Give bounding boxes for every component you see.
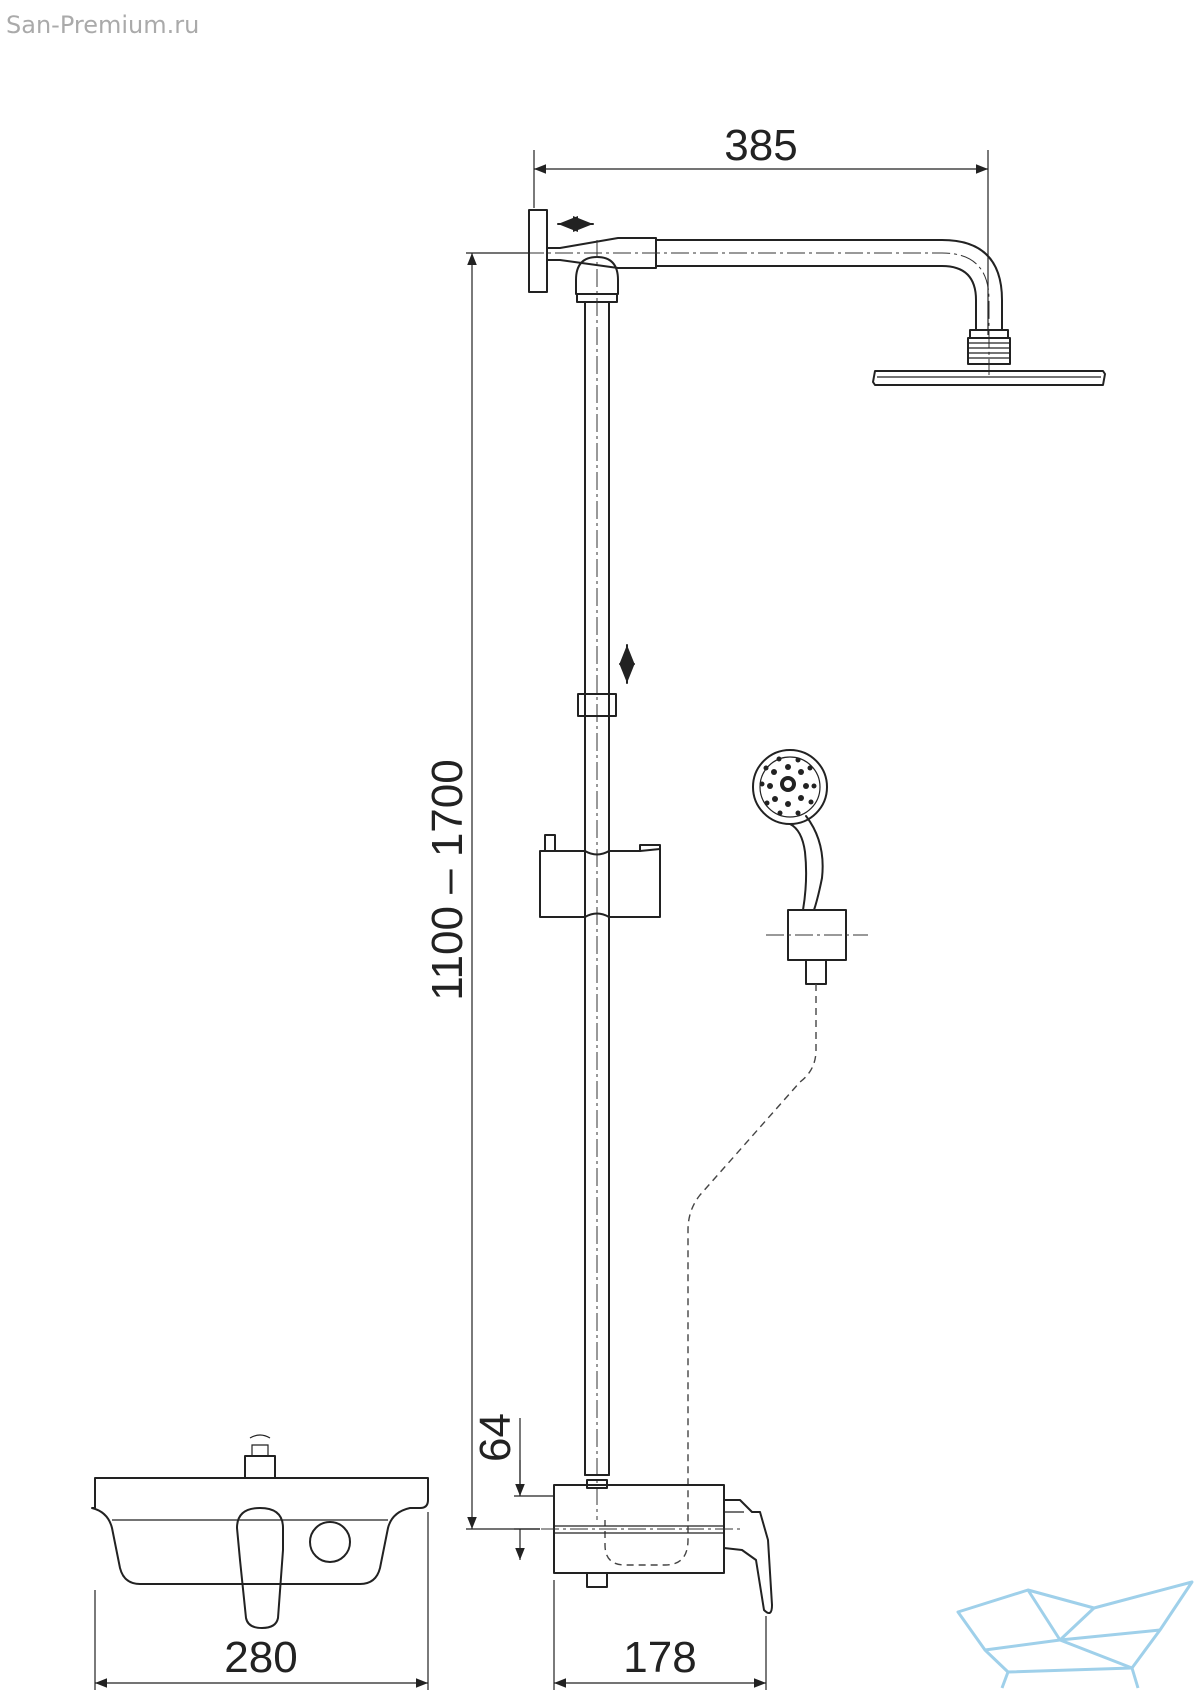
dim-mixer-offset: 64 <box>471 1413 520 1462</box>
mixer-lever-side <box>723 1499 773 1615</box>
overhead-shower <box>468 209 1106 386</box>
mixer-side-view <box>541 1484 773 1615</box>
hose-outlet <box>805 959 827 985</box>
holder-knob <box>544 834 556 852</box>
arm-tube-outer <box>655 239 1003 331</box>
sliding-ring <box>577 693 617 717</box>
mixer-front-view <box>91 1434 429 1629</box>
arm-centerline <box>468 252 990 375</box>
holder-clip <box>639 844 661 852</box>
mixer-front-body <box>91 1477 429 1585</box>
arm-tube-inner <box>655 265 977 331</box>
dim-height-range: 1100 – 1700 <box>423 759 472 1000</box>
rain-shower-head <box>872 370 1106 386</box>
hand-shower-handle <box>789 815 824 911</box>
dim-mixer-depth: 178 <box>623 1633 696 1682</box>
hand-shower <box>604 749 868 1566</box>
mixer-lever-front <box>236 1507 284 1629</box>
head-ball-joint <box>967 337 1011 365</box>
dim-mixer-width: 280 <box>224 1633 297 1682</box>
bathtub-logo-icon <box>956 1580 1194 1689</box>
shower-hose <box>604 984 817 1566</box>
dim-arm-reach: 385 <box>724 121 797 170</box>
dimension-lines: 385 1100 – 1700 64 280 178 <box>94 121 989 1690</box>
hand-shower-holder <box>539 848 661 918</box>
front-inlet <box>244 1455 276 1479</box>
hand-shower-nozzles <box>759 756 817 816</box>
ball-joint-knurl <box>968 342 1010 359</box>
diverter-knob <box>309 1521 351 1563</box>
watermark-text: San-Premium.ru <box>6 11 199 39</box>
riser-bar <box>539 240 661 1520</box>
wall-flange <box>528 209 548 293</box>
mixer-outlet <box>586 1572 608 1588</box>
